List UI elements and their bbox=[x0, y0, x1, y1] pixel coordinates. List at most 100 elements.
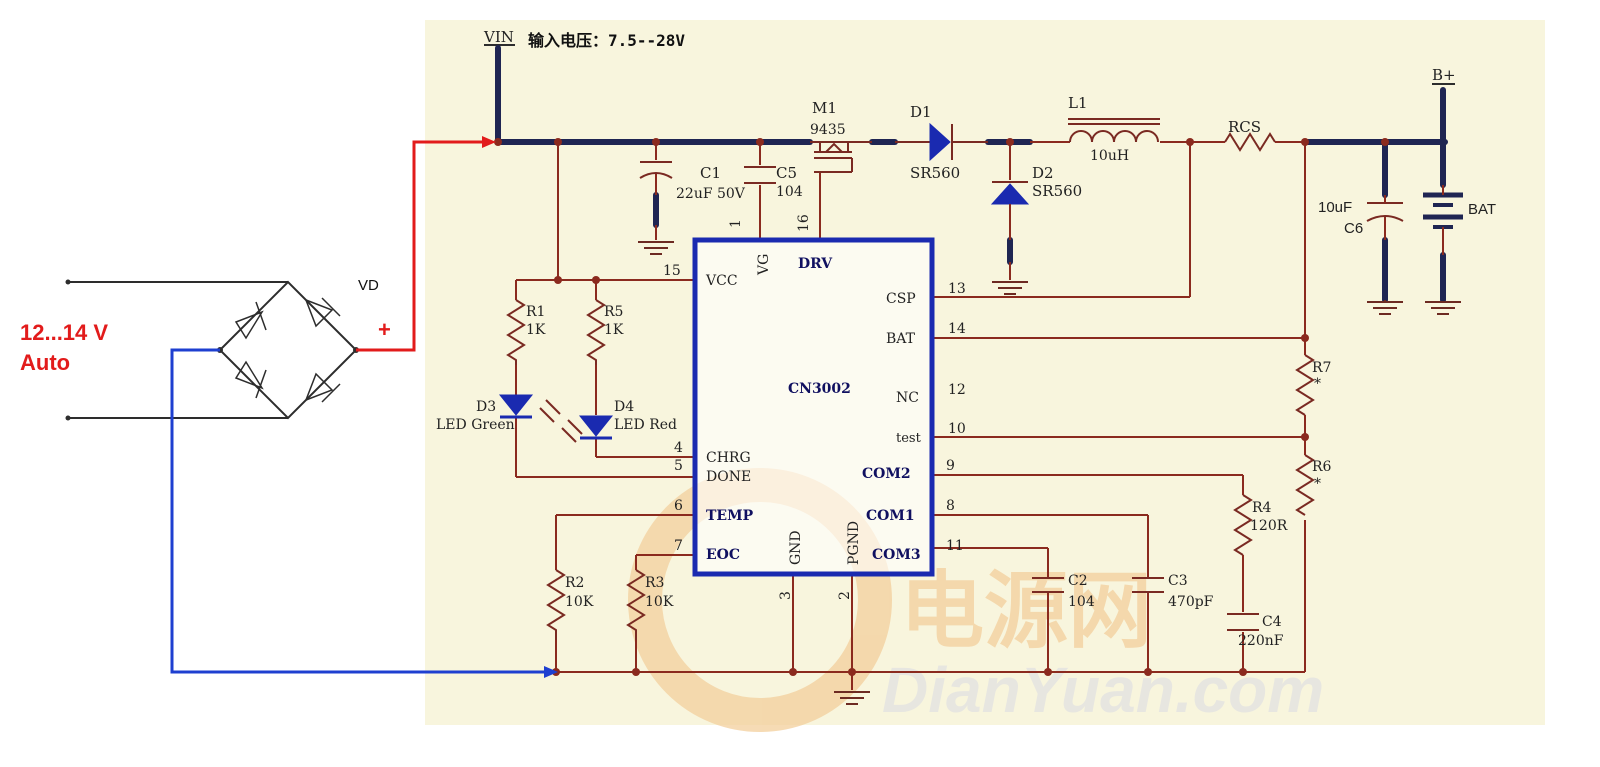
watermark-en: DianYuan.com bbox=[882, 654, 1324, 726]
pin-label-com1: COM1 bbox=[866, 508, 915, 524]
resistor-r4: R4 120R bbox=[1233, 494, 1288, 565]
c4-ref: C4 bbox=[1262, 614, 1282, 630]
d2-value: SR560 bbox=[1032, 182, 1082, 200]
schematic-paper bbox=[425, 20, 1545, 725]
pin-label-done: DONE bbox=[706, 469, 751, 485]
resistor-r5: R5 1K bbox=[586, 299, 624, 365]
pin-label-eoc: EOC bbox=[706, 547, 740, 563]
d4-ref: D4 bbox=[614, 399, 634, 415]
r1-value: 1K bbox=[526, 322, 546, 338]
c6-ref: C6 bbox=[1344, 220, 1363, 237]
resistor-r3: R3 10K bbox=[626, 569, 674, 640]
c5-value: 104 bbox=[776, 184, 803, 200]
pin-label-com2: COM2 bbox=[862, 466, 911, 482]
resistor-r1: R1 1K bbox=[506, 299, 546, 365]
c1-value: 22uF 50V bbox=[676, 186, 746, 202]
r6-ref: R6 bbox=[1312, 459, 1332, 475]
pin-number-6: 6 bbox=[674, 498, 683, 514]
input-voltage-note: 输入电压：7.5--28V bbox=[528, 31, 685, 50]
r2-ref: R2 bbox=[565, 575, 584, 591]
d1-value: SR560 bbox=[910, 164, 960, 182]
pin-number-14: 14 bbox=[948, 321, 966, 337]
pin-number-10: 10 bbox=[948, 421, 966, 437]
negative-wire bbox=[170, 348, 558, 678]
pin-label-nc: NC bbox=[896, 390, 919, 406]
d3-ref: D3 bbox=[476, 399, 496, 415]
pin-label-gnd: GND bbox=[788, 530, 804, 565]
pin-label-drv: DRV bbox=[798, 256, 833, 272]
r1-ref: R1 bbox=[526, 304, 545, 320]
pin-number-5: 5 bbox=[674, 458, 683, 474]
battery-bat: BAT bbox=[1423, 185, 1496, 255]
c2-ref: C2 bbox=[1068, 573, 1088, 589]
r5-value: 1K bbox=[604, 322, 624, 338]
junction-dots bbox=[494, 138, 1389, 676]
pin-number-15: 15 bbox=[663, 263, 681, 279]
capacitor-c6: 10uF C6 bbox=[1318, 195, 1404, 240]
d1-ref: D1 bbox=[910, 103, 932, 121]
ground-symbols bbox=[638, 241, 1461, 705]
pin-numbers: 1 16 15 13 14 12 10 4 5 9 6 8 7 11 3 2 bbox=[663, 214, 966, 600]
capacitor-c5: C5 104 bbox=[744, 164, 803, 200]
capacitor-c3: C3 470pF bbox=[1132, 573, 1214, 610]
pin-number-2: 2 bbox=[837, 591, 853, 600]
led-d3: D3 LED Green bbox=[436, 394, 561, 433]
pin-label-chrg: CHRG bbox=[706, 450, 751, 466]
r2-value: 10K bbox=[565, 594, 594, 610]
rcs-ref: RCS bbox=[1228, 118, 1261, 136]
d3-value: LED Green bbox=[436, 417, 515, 433]
mosfet-m1: M1 9435 bbox=[810, 99, 872, 173]
c3-ref: C3 bbox=[1168, 573, 1188, 589]
supply-type-label: Auto bbox=[20, 350, 70, 375]
plus-sign: + bbox=[378, 317, 391, 342]
m1-ref: M1 bbox=[812, 99, 837, 117]
chip-name: CN3002 bbox=[788, 381, 851, 397]
l1-ref: L1 bbox=[1068, 94, 1088, 112]
pin-number-13: 13 bbox=[948, 281, 966, 297]
c3-value: 470pF bbox=[1168, 594, 1214, 610]
pin-label-temp: TEMP bbox=[706, 508, 754, 524]
d4-value: LED Red bbox=[614, 417, 677, 433]
watermark-cn: 电源网 bbox=[900, 564, 1152, 658]
pin-number-1: 1 bbox=[728, 219, 744, 228]
pin-label-vcc: VCC bbox=[705, 273, 738, 289]
r4-value: 120R bbox=[1250, 518, 1288, 534]
bat-label: BAT bbox=[1468, 201, 1496, 218]
r4-ref: R4 bbox=[1252, 500, 1272, 516]
capacitor-c1: C1 22uF 50V bbox=[639, 161, 746, 202]
r6-value: * bbox=[1314, 476, 1321, 492]
watermark: 电源网 DianYuan.com bbox=[628, 468, 1324, 732]
r3-value: 10K bbox=[645, 594, 674, 610]
led-d4: D4 LED Red bbox=[561, 399, 677, 443]
l1-value: 10uH bbox=[1090, 148, 1129, 164]
diode-d1: D1 SR560 bbox=[895, 103, 988, 182]
vin-label: VIN bbox=[483, 28, 514, 46]
pin-number-8: 8 bbox=[946, 498, 955, 514]
supply-voltage-label: 12...14 V bbox=[20, 320, 108, 345]
pin-number-16: 16 bbox=[796, 214, 812, 232]
bplus-label: B+ bbox=[1432, 66, 1456, 84]
pin-label-csp: CSP bbox=[886, 291, 916, 307]
capacitor-c2: C2 104 bbox=[1032, 573, 1095, 610]
c5-ref: C5 bbox=[776, 164, 797, 182]
diode-d2: D2 SR560 bbox=[990, 164, 1082, 240]
r7-ref: R7 bbox=[1312, 360, 1331, 376]
pin-number-3: 3 bbox=[778, 591, 794, 600]
capacitor-c4: C4 220nF bbox=[1227, 613, 1284, 649]
pin-number-7: 7 bbox=[674, 538, 683, 554]
pin-label-test: test bbox=[896, 431, 922, 446]
positive-wire: + bbox=[356, 136, 496, 352]
resistor-r7: R7 * bbox=[1295, 354, 1331, 420]
pin-number-12: 12 bbox=[948, 382, 966, 398]
pin-number-9: 9 bbox=[946, 458, 955, 474]
signal-wires bbox=[515, 141, 1306, 690]
c2-value: 104 bbox=[1068, 594, 1095, 610]
resistor-rcs: RCS bbox=[1190, 118, 1276, 152]
pin-label-vg: VG bbox=[756, 254, 772, 276]
pin-label-pgnd: PGND bbox=[846, 521, 862, 565]
pin-number-11: 11 bbox=[946, 538, 964, 554]
pin-number-4: 4 bbox=[674, 440, 683, 456]
c6-value: 10uF bbox=[1318, 199, 1352, 216]
